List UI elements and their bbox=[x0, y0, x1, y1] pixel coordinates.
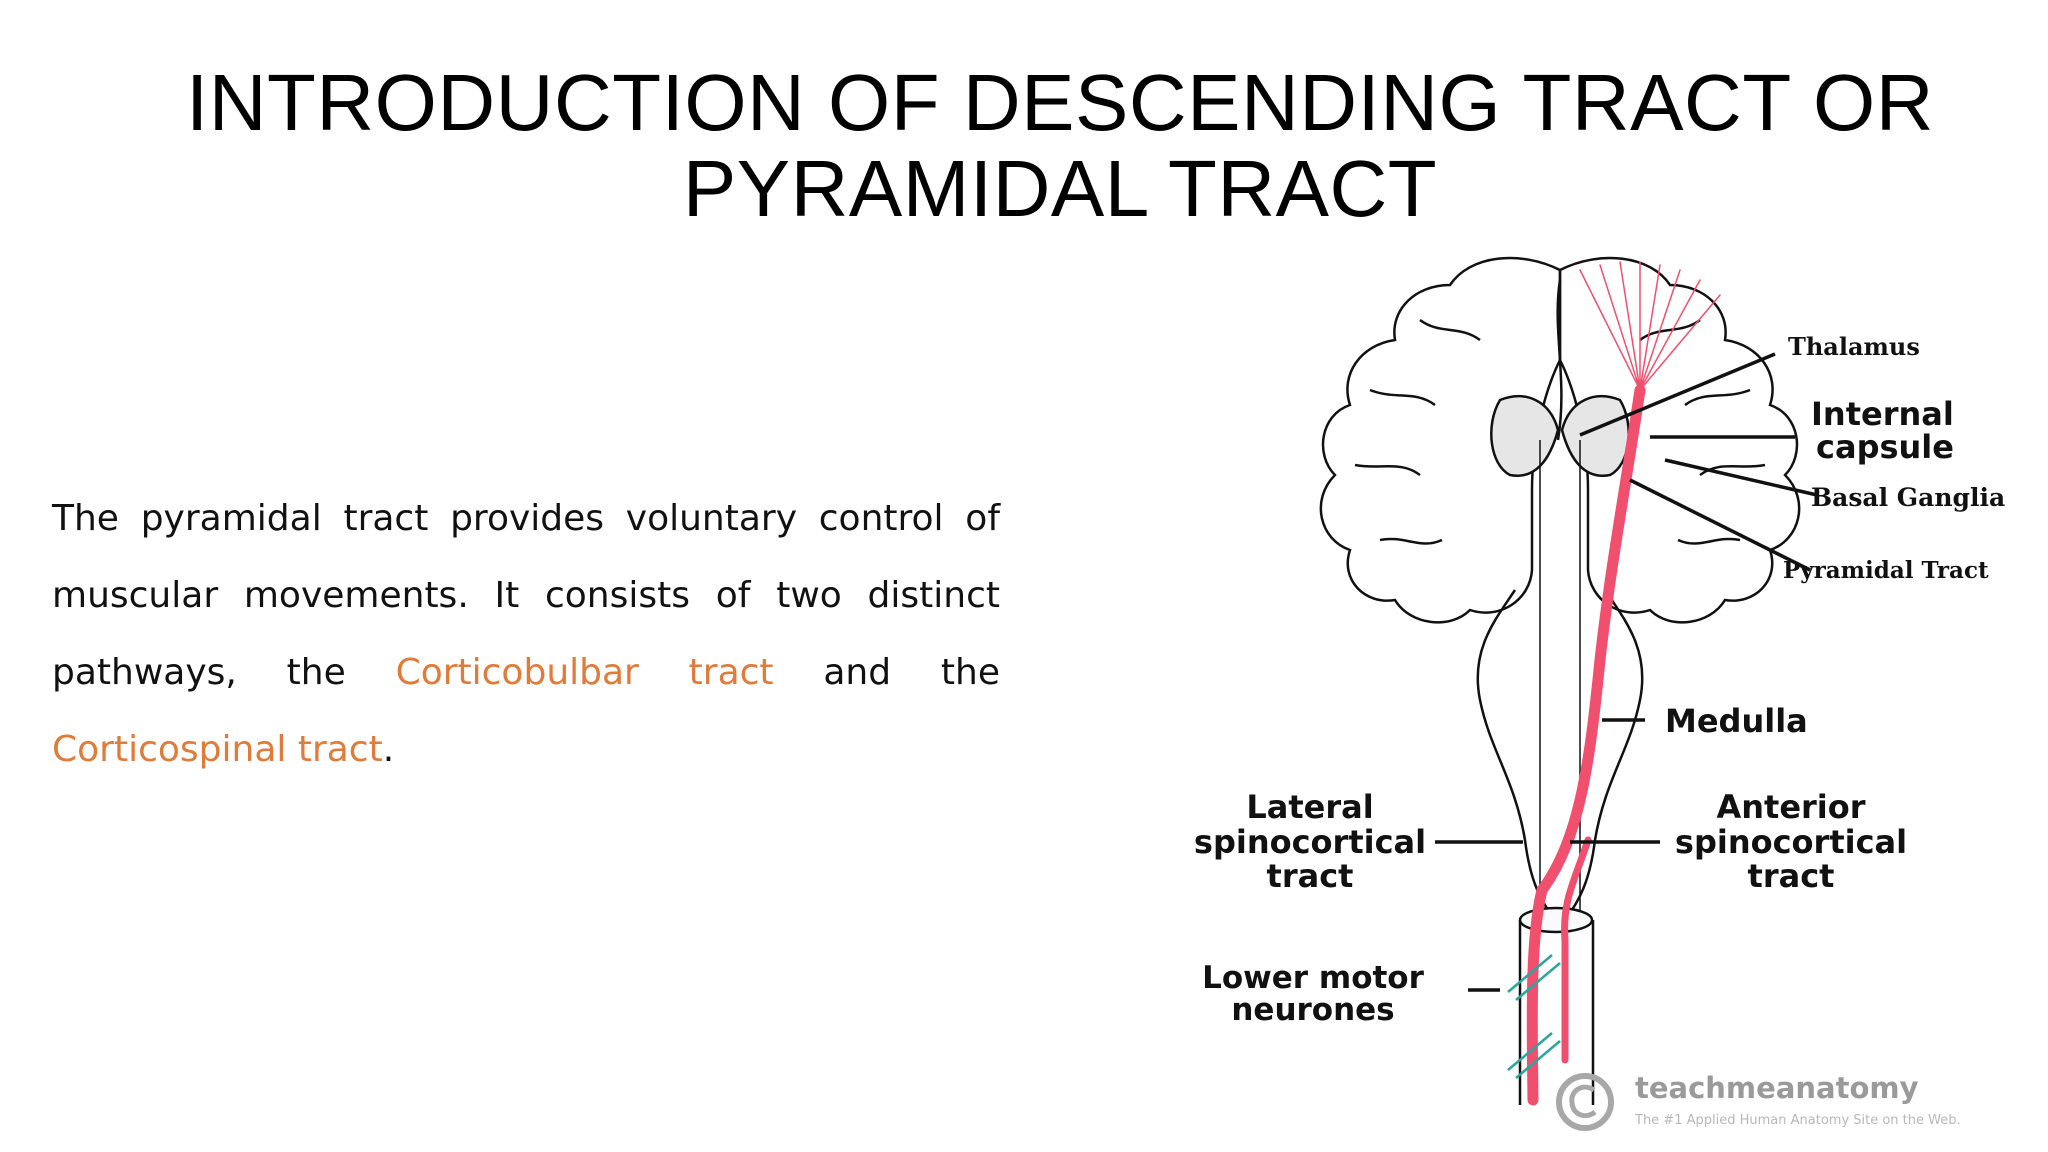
label-lateral-3: tract bbox=[1267, 857, 1354, 895]
label-lateral-1: Lateral bbox=[1246, 788, 1373, 826]
paragraph-text-1: The pyramidal tract provides voluntary c… bbox=[52, 498, 1000, 693]
label-medulla: Medulla bbox=[1665, 702, 1808, 740]
watermark-brand: teachmeanatomy bbox=[1635, 1071, 1919, 1105]
corticospinal-link[interactable]: Corticospinal tract bbox=[52, 729, 383, 770]
title-line-2: PYRAMIDAL TRACT bbox=[682, 144, 1438, 233]
label-lateral-2: spinocortical bbox=[1194, 823, 1426, 861]
label-basal-ganglia: Basal Ganglia bbox=[1811, 483, 2005, 512]
lower-motor-neurones bbox=[1507, 954, 1561, 1079]
brainstem-outline bbox=[1476, 440, 1644, 921]
brain-outline bbox=[1319, 256, 1801, 624]
copyright-icon bbox=[1556, 1073, 1614, 1131]
watermark-tagline: The #1 Applied Human Anatomy Site on the… bbox=[1634, 1113, 1961, 1128]
label-anterior-1: Anterior bbox=[1716, 788, 1865, 826]
paragraph-text-2: and the bbox=[773, 652, 1000, 693]
label-lower-motor-2: neurones bbox=[1231, 992, 1394, 1028]
title-line-1: INTRODUCTION OF DESCENDING TRACT OR bbox=[186, 58, 1934, 147]
slide-title: INTRODUCTION OF DESCENDING TRACT OR PYRA… bbox=[180, 60, 1940, 232]
intro-paragraph: The pyramidal tract provides voluntary c… bbox=[52, 480, 1000, 788]
paragraph-text-3: . bbox=[382, 729, 395, 770]
corticobulbar-link[interactable]: Corticobulbar tract bbox=[395, 652, 774, 693]
label-internal-capsule-2: capsule bbox=[1816, 428, 1954, 466]
label-internal-capsule-1: Internal bbox=[1811, 395, 1954, 433]
pyramidal-tract-diagram: Thalamus Internal capsule Basal Ganglia … bbox=[1194, 256, 2005, 1131]
leader-lines bbox=[1435, 352, 1818, 992]
label-thalamus: Thalamus bbox=[1788, 332, 1920, 361]
label-pyramidal-tract: Pyramidal Tract bbox=[1783, 557, 1989, 584]
label-lower-motor-1: Lower motor bbox=[1202, 960, 1425, 996]
label-anterior-2: spinocortical bbox=[1675, 823, 1907, 861]
pyramidal-tract-path bbox=[1526, 261, 1721, 1106]
label-anterior-3: tract bbox=[1748, 857, 1835, 895]
teachmeanatomy-logo bbox=[1556, 1073, 1614, 1131]
